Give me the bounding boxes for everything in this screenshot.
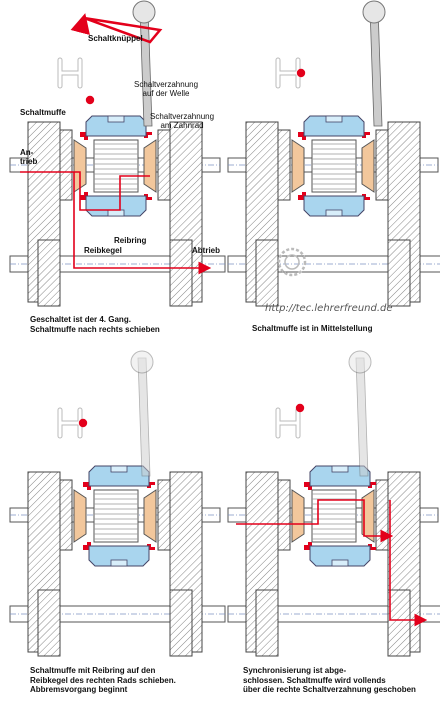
shift-lever [137,357,151,477]
label-shift-lever: Schaltknüppel [88,34,143,43]
shift-sleeve [88,465,150,567]
right-gear-hub [375,129,389,201]
torque-path-in [20,171,150,211]
shift-knob [348,350,372,374]
countershaft-gear-left [255,239,279,307]
label-gear-teeth: Schaltverzahnung am Zahnrad [150,112,215,130]
watermark-logo [277,247,307,277]
shift-knob [362,0,386,24]
shift-sleeve [85,115,147,217]
friction-cone-left [291,489,305,543]
caption-panel-3: Schaltmuffe mit Reibring auf den Reibkeg… [30,666,176,694]
friction-cone-right [361,139,375,193]
caption-panel-4: Synchronisierung ist abge- schlossen. Sc… [243,666,416,694]
left-gear-hub [277,479,291,551]
friction-cone-right [361,489,375,543]
shift-direction-arrow [84,18,163,44]
label-drive-output: Abtrieb [192,246,220,255]
label-friction-ring: Reibring [114,236,147,245]
gear-position-dot [78,418,88,428]
countershaft-gear-right [387,239,411,307]
friction-cone-left [73,489,87,543]
right-gear-hub [157,129,171,201]
countershaft-gear-left [37,239,61,307]
countershaft-gear-right [387,589,411,657]
gear-position-dot [85,95,95,105]
shift-sleeve [303,115,365,217]
synchronizer-hub [93,139,139,193]
synchronizer-panel [227,350,440,657]
countershaft-gear-left [255,589,279,657]
countershaft-gear-left [37,589,61,657]
caption-panel-2: Schaltmuffe ist in Mittelstellung [252,324,373,333]
torque-path-out [73,172,212,275]
right-gear-hub [375,479,389,551]
shift-knob [130,350,154,374]
friction-cone-right [143,489,157,543]
friction-cone-right [143,139,157,193]
countershaft-gear-right [169,589,193,657]
synchronizer-panel [227,0,440,307]
torque-path-panel-4 [236,499,394,543]
watermark-url: http://tec.lehrerfreund.de [265,303,393,314]
left-gear-hub [59,479,73,551]
synchronizer-hub [311,489,357,543]
left-gear-hub [59,129,73,201]
shift-lever [139,7,153,127]
label-shaft-teeth: Schaltverzahnung auf der Welle [134,80,199,98]
countershaft-gear-right [169,239,193,307]
shift-lever [369,7,383,127]
gear-position-dot [295,403,305,413]
synchronizer-hub [93,489,139,543]
label-friction-cone: Reibkegel [84,246,122,255]
label-drive-input: An- trieb [20,148,38,166]
shift-knob [132,0,156,24]
synchronizer-hub [311,139,357,193]
friction-cone-left [291,139,305,193]
shift-sleeve [309,465,371,567]
gear-position-dot [296,68,306,78]
label-shift-sleeve: Schaltmuffe [20,108,66,117]
right-gear-hub [157,479,171,551]
torque-path-panel-4-out [389,500,428,627]
caption-panel-1: Geschaltet ist der 4. Gang. Schaltmuffe … [30,315,160,334]
left-gear-hub [277,129,291,201]
synchronizer-panel [9,350,226,657]
synchronizer-panel [9,0,226,307]
shift-lever [355,357,369,477]
